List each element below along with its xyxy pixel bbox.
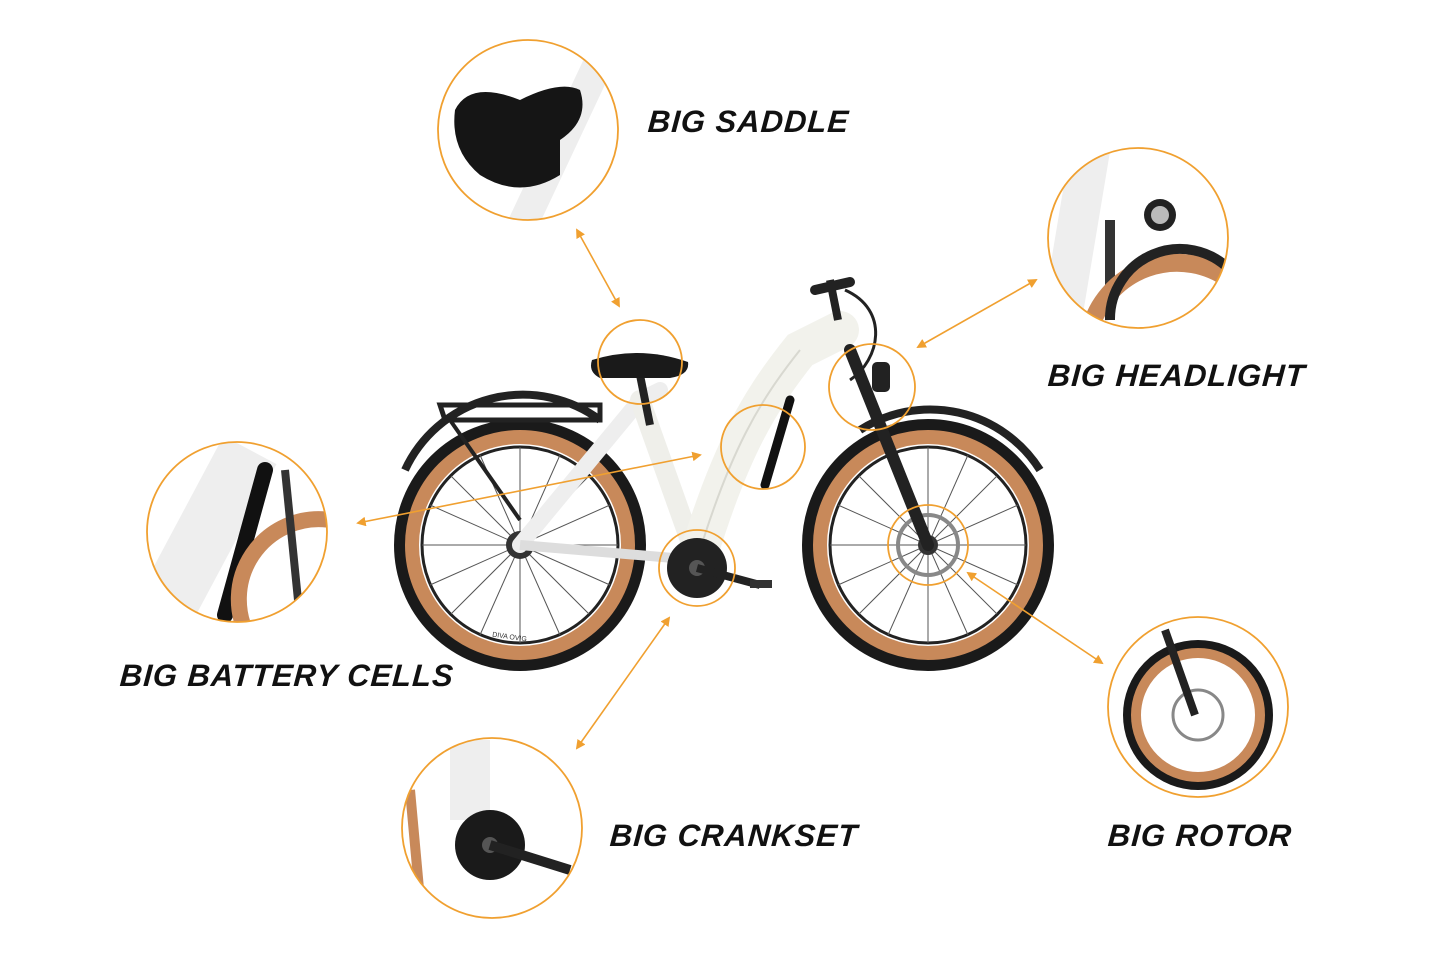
saddle-label: BIG SADDLE bbox=[646, 104, 851, 139]
crankset-inset bbox=[401, 737, 583, 919]
rotor-label: BIG ROTOR bbox=[1106, 818, 1294, 853]
saddle-inset bbox=[437, 39, 619, 221]
rotor-inset bbox=[1107, 616, 1289, 798]
battery-arrow bbox=[356, 451, 702, 527]
headlight-highlight bbox=[828, 343, 916, 431]
bike-image bbox=[394, 277, 1054, 671]
crankset-arrow bbox=[575, 616, 671, 750]
front-wheel bbox=[802, 419, 1054, 671]
rotor-highlight bbox=[887, 504, 969, 586]
battery-label: BIG BATTERY CELLS bbox=[118, 658, 456, 693]
headlight-label: BIG HEADLIGHT bbox=[1046, 358, 1307, 393]
saddle-highlight bbox=[597, 319, 683, 405]
headlight-inset bbox=[1047, 147, 1229, 329]
rotor-arrow bbox=[966, 571, 1104, 665]
crankset-highlight bbox=[658, 529, 736, 607]
battery-highlight bbox=[720, 404, 806, 490]
saddle-arrow bbox=[576, 228, 620, 308]
crankset-label: BIG CRANKSET bbox=[608, 818, 860, 853]
battery-inset bbox=[146, 441, 328, 623]
headlight-arrow bbox=[916, 279, 1038, 348]
